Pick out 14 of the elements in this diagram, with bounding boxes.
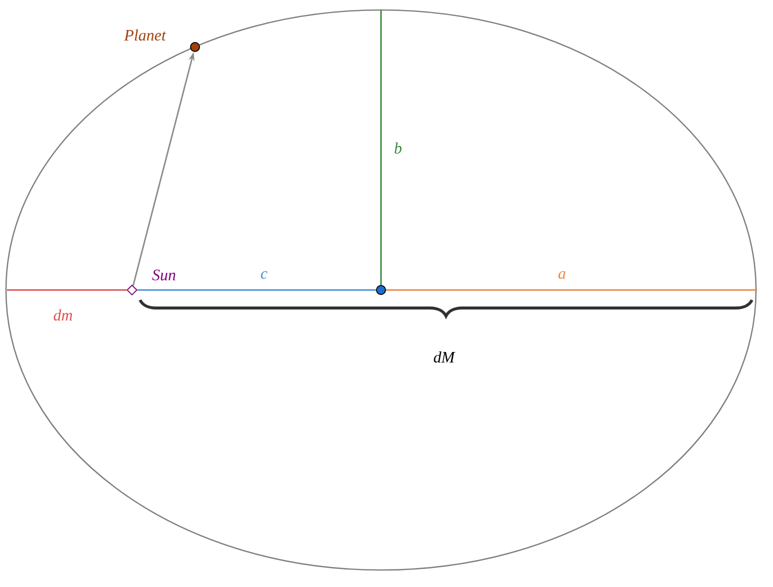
point-label: Sun xyxy=(152,270,176,280)
point-marker xyxy=(126,284,138,296)
point-marker xyxy=(376,285,386,295)
line-segment xyxy=(138,289,376,291)
point-label: Planet xyxy=(124,29,166,41)
edge-label: a xyxy=(558,271,566,279)
edge-label: c xyxy=(260,271,268,279)
point-marker xyxy=(190,42,200,52)
line-segment xyxy=(7,289,126,291)
line-segment xyxy=(386,289,757,291)
line-segment xyxy=(380,10,382,285)
edge-label: b xyxy=(394,142,402,154)
brace-label: dM xyxy=(434,351,456,363)
edge-label: dm xyxy=(54,309,72,321)
